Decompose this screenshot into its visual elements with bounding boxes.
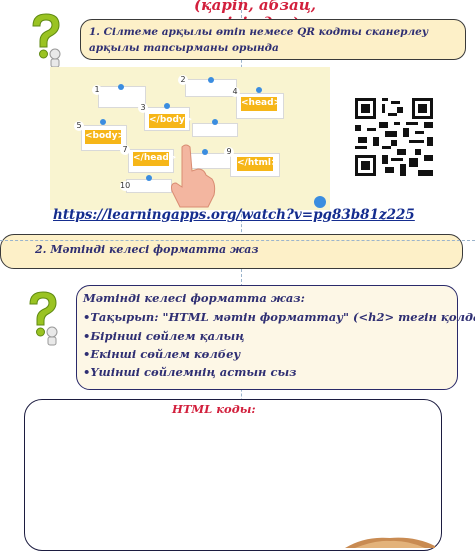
game-number: 2: [178, 75, 188, 85]
learningapps-link[interactable]: https://learningapps.org/watch?v=pg83b81…: [53, 207, 415, 223]
instruction-item: •Тақырып: "HTML мәтін форматтау" (<h2> т…: [83, 310, 475, 324]
instruction-item: •Екінші сөйлем көлбеу: [83, 347, 241, 361]
game-number: 5: [74, 121, 84, 131]
game-dot: [118, 84, 124, 90]
learningapps-preview[interactable]: 1 2 3 </body> 4 <head> 5 <body> 7 </head…: [50, 67, 330, 210]
qr-code-icon[interactable]: [355, 98, 433, 176]
game-dot: [212, 119, 218, 125]
game-number: 4: [230, 87, 240, 97]
question-mark-person-icon: [25, 12, 67, 68]
app-badge-icon: [314, 196, 326, 208]
tile-close-body[interactable]: </body>: [148, 113, 192, 129]
instruction-heading: Мәтінді келесі форматта жаз:: [83, 291, 305, 305]
task-2-text: 2. Мәтінді келесі форматта жаз: [35, 243, 259, 256]
guide-line-vertical: [241, 0, 242, 546]
instruction-item: •Үшінші сөйлемнің астын сыз: [83, 365, 297, 379]
task-1-text: 1. Сілтеме арқылы өтіп немесе QR кодты с…: [89, 26, 429, 54]
task-2-banner: 2. Мәтінді келесі форматта жаз: [0, 234, 463, 269]
game-dot: [100, 119, 106, 125]
game-card: [192, 123, 238, 137]
game-number: 10: [120, 181, 131, 191]
guide-line-horizontal: [0, 240, 475, 241]
task-1-banner: 1. Сілтеме арқылы өтіп немесе QR кодты с…: [80, 19, 466, 60]
game-number: 7: [120, 145, 130, 155]
tile-close-html[interactable]: </html>: [236, 156, 279, 172]
game-dot: [202, 149, 208, 155]
instruction-item: •Бірінші сөйлем қалың: [83, 329, 245, 343]
game-number: 9: [224, 147, 234, 157]
game-number: 3: [138, 103, 148, 113]
question-mark-person-icon: [22, 290, 64, 346]
game-card: [126, 179, 172, 193]
html-code-title: HTML коды:: [172, 402, 256, 416]
tile-close-head[interactable]: </head>: [132, 151, 176, 167]
game-number: 1: [92, 85, 102, 95]
game-dot: [146, 175, 152, 181]
formatting-instructions: Мәтінді келесі форматта жаз: •Тақырып: "…: [76, 285, 475, 390]
pointing-hand-icon: [171, 144, 216, 208]
tile-open-head[interactable]: <head>: [240, 96, 281, 112]
game-dot: [208, 77, 214, 83]
game-dot: [256, 87, 262, 93]
game-dot: [164, 103, 170, 109]
html-code-answer-area[interactable]: [24, 399, 442, 551]
tile-open-body[interactable]: <body>: [84, 129, 125, 145]
